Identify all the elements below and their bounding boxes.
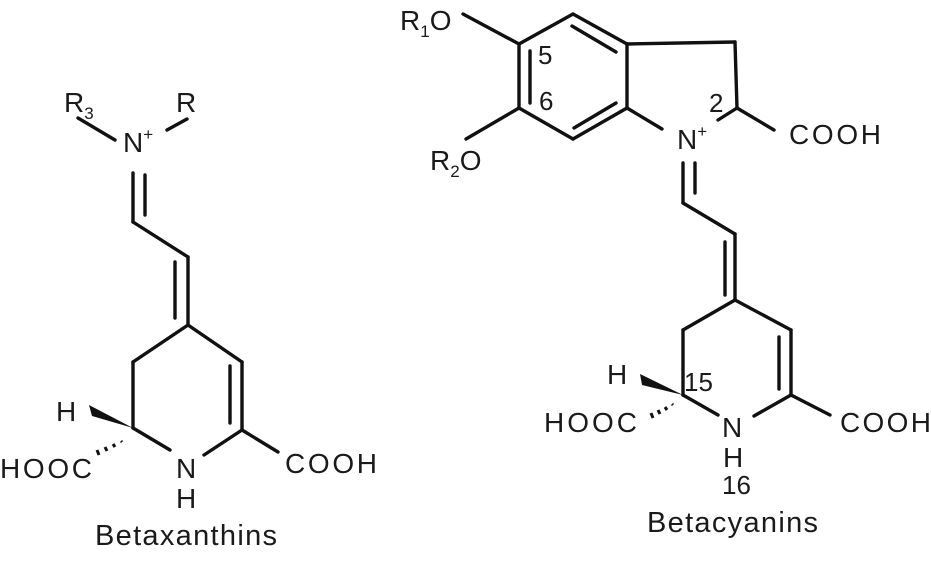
r1o-label: R1O [400,5,451,41]
ring-n-label: N [176,453,196,484]
hooc-label: HOOC [0,453,92,484]
h-wedge-label: H [56,396,76,427]
hooc-label: HOOC [544,407,637,438]
betaxanthins-bonds [76,116,280,457]
n-plus-label: N+ [123,125,153,158]
betacyanins-bonds [461,12,832,419]
position-2-label: 2 [709,88,723,118]
cooh-label: COOH [840,407,931,438]
stereo-wedge-bond [640,374,683,395]
cooh-top-label: COOH [789,119,881,150]
stereo-hash-bond [649,402,675,419]
r3-label: R3 [64,87,94,123]
r-label: R [176,87,196,118]
ring-n-label: N [722,412,742,443]
betacyanins-structure: R1O R2O 5 6 2 N+ COOH H 15 HOOC N H 16 C… [400,5,931,539]
position-5-label: 5 [538,40,552,70]
betaxanthins-caption: Betaxanthins [95,520,277,552]
position-16-label: 16 [722,470,751,500]
r2o-label: R2O [430,145,481,181]
position-6-label: 6 [539,86,553,116]
position-15-label: 15 [684,367,713,397]
stereo-hash-bond [95,439,124,456]
ring-nh-h-label: H [176,483,196,514]
betaxanthins-structure: R3 R N+ H HOOC N H COOH Betaxanthins [0,87,377,552]
betacyanins-caption: Betacyanins [647,507,818,539]
h-wedge-label: H [607,359,627,390]
stereo-wedge-bond [89,405,133,428]
cooh-label: COOH [285,448,377,479]
n-plus-label: N+ [677,122,707,155]
ring-nh-h-label: H [723,442,743,473]
